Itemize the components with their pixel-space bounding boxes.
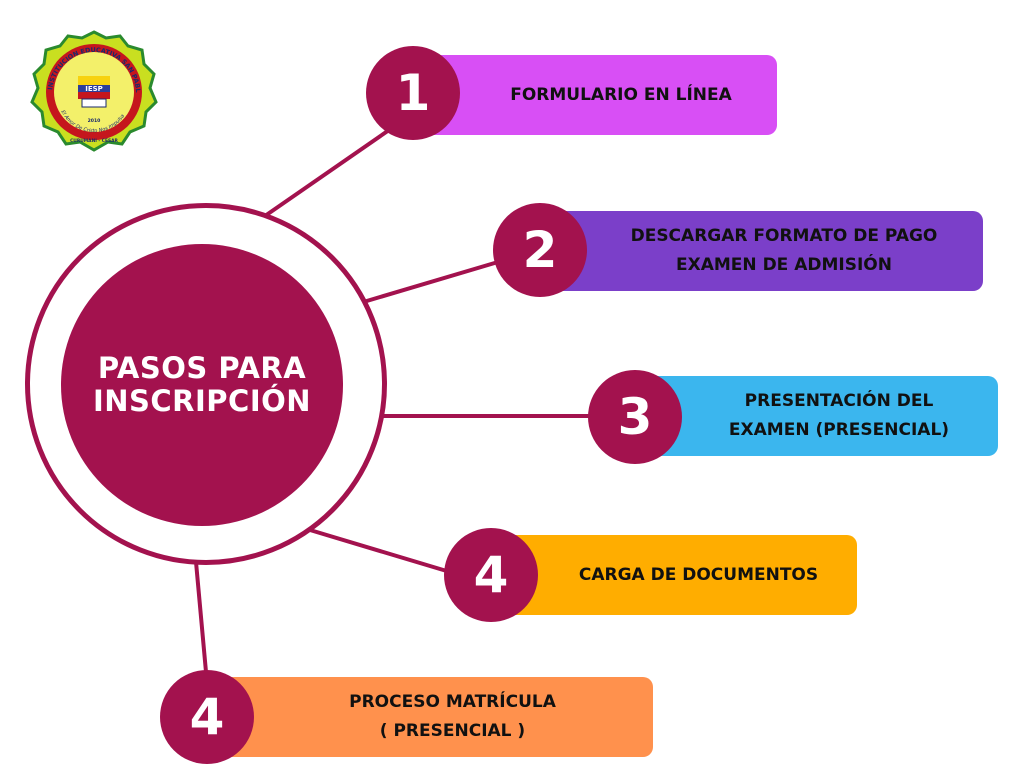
step-3-label: PRESENTACIÓN DEL EXAMEN (PRESENCIAL) <box>728 391 950 440</box>
step-5-number-badge: 4 <box>160 670 254 764</box>
step-2-number-badge: 2 <box>493 203 587 297</box>
school-logo: INSTITUCION EDUCATIVA SAN PABLO El Amor … <box>30 30 158 152</box>
connector-step-5 <box>194 560 208 674</box>
logo-year: 2010 <box>88 118 101 124</box>
hub-title: PASOS PARA INSCRIPCIÓN <box>92 351 312 418</box>
step-5-label: PROCESO MATRÍCULA ( PRESENCIAL ) <box>349 692 556 741</box>
step-2-label: DESCARGAR FORMATO DE PAGO EXAMEN DE ADMI… <box>630 226 938 275</box>
step-3-number-badge: 3 <box>588 370 682 464</box>
step-1-number-badge: 1 <box>366 46 460 140</box>
connector-step-4 <box>308 528 452 574</box>
step-1-label: FORMULARIO EN LÍNEA <box>510 84 732 105</box>
step-4-label: CARGA DE DOCUMENTOS <box>578 564 819 585</box>
step-5-box: PROCESO MATRÍCULA ( PRESENCIAL ) <box>212 677 653 757</box>
hub-circle: PASOS PARA INSCRIPCIÓN <box>61 244 343 526</box>
logo-badge-text: IESP <box>85 85 103 93</box>
logo-emblem-icon <box>78 76 110 108</box>
step-4-box: CARGA DE DOCUMENTOS <box>500 535 857 615</box>
step-3-box: PRESENTACIÓN DEL EXAMEN (PRESENCIAL) <box>640 376 998 456</box>
step-4-number-badge: 4 <box>444 528 538 622</box>
connector-step-1 <box>260 126 394 220</box>
logo-location: CURUMANI - CESAR <box>70 138 118 144</box>
step-4-number: 4 <box>473 546 509 604</box>
step-2-number: 2 <box>522 221 558 279</box>
connector-step-2 <box>358 260 500 305</box>
step-2-box: DESCARGAR FORMATO DE PAGO EXAMEN DE ADMI… <box>545 211 983 291</box>
step-5-number: 4 <box>189 688 225 746</box>
step-1-number: 1 <box>395 64 431 122</box>
step-1-box: FORMULARIO EN LÍNEA <box>425 55 777 135</box>
step-3-number: 3 <box>617 388 653 446</box>
